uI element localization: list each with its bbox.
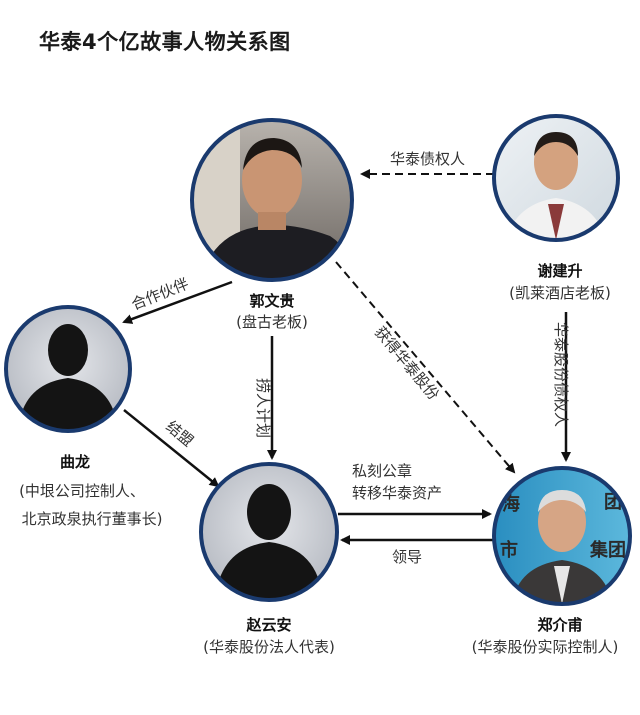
qu-photo-frame bbox=[4, 305, 132, 433]
guo-photo-frame bbox=[190, 118, 354, 282]
zheng-photo-frame bbox=[492, 466, 632, 606]
zhao-name: 赵云安 bbox=[245, 616, 291, 634]
zheng-name: 郑介甫 bbox=[537, 616, 582, 634]
node-zhao: 赵云安 (华泰股份法人代表) bbox=[199, 462, 339, 656]
label-zhao-zheng-1: 私刻公章 bbox=[352, 462, 412, 480]
qu-role-line2: 北京政泉执行董事长) bbox=[22, 510, 163, 528]
xie-role: (凯莱酒店老板) bbox=[509, 284, 611, 302]
label-xie-zheng: 华泰股份债权人 bbox=[552, 322, 570, 427]
guo-role: (盘古老板) bbox=[236, 313, 308, 331]
guo-name: 郭文贵 bbox=[249, 292, 294, 310]
guo-photo bbox=[192, 120, 352, 280]
zhao-role: (华泰股份法人代表) bbox=[203, 638, 335, 656]
zhao-photo-frame bbox=[199, 462, 339, 602]
edges bbox=[122, 169, 571, 545]
zheng-photo-banner-3: 市 bbox=[500, 539, 518, 561]
label-xie-guo: 华泰债权人 bbox=[390, 150, 465, 168]
xie-name: 谢建升 bbox=[537, 262, 582, 280]
node-zheng: 海 团 市 集团 郑介甫 (华泰股份实际控制人) bbox=[472, 466, 632, 656]
qu-role-line1: (中垠公司控制人、 bbox=[19, 482, 145, 500]
node-qu: 曲龙 (中垠公司控制人、 北京政泉执行董事长) bbox=[4, 305, 163, 528]
zheng-photo: 海 团 市 集团 bbox=[494, 468, 630, 604]
qu-silhouette bbox=[6, 307, 130, 431]
page-title: 华泰4个亿故事人物关系图 bbox=[39, 30, 291, 54]
label-guo-zheng: 获得华泰股份 bbox=[371, 323, 443, 404]
zheng-role: (华泰股份实际控制人) bbox=[472, 638, 619, 656]
edge-qu-to-zhao bbox=[123, 409, 220, 488]
label-zhao-zheng-2: 转移华泰资产 bbox=[352, 484, 442, 502]
node-guo: 郭文贵 (盘古老板) bbox=[190, 118, 354, 331]
label-zheng-zhao: 领导 bbox=[392, 548, 422, 566]
qu-name: 曲龙 bbox=[60, 453, 90, 471]
node-xie: 谢建升 (凯莱酒店老板) bbox=[492, 114, 620, 302]
xie-photo-frame bbox=[492, 114, 620, 242]
zheng-photo-banner-4: 集团 bbox=[589, 539, 626, 561]
label-guo-zhao: 捞人计划 bbox=[254, 378, 272, 438]
zhao-silhouette bbox=[201, 464, 337, 600]
edge-guo-to-zheng bbox=[335, 261, 516, 474]
xie-photo bbox=[494, 116, 618, 240]
edge-guo-to-qu bbox=[122, 280, 233, 324]
